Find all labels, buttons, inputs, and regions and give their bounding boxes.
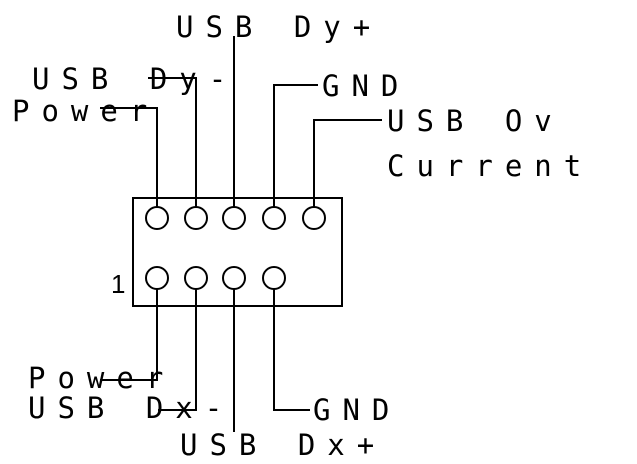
wire-bottom-power — [100, 286, 158, 381]
pin — [184, 266, 208, 290]
pin — [222, 206, 246, 230]
wire-top-usb-dy-minus — [148, 77, 197, 208]
top-pin-row — [145, 206, 326, 230]
label-usb-dy-plus: USB Dy+ — [176, 10, 382, 44]
label-top-gnd: GND — [322, 69, 410, 103]
wire-top-usb-ov — [313, 119, 382, 208]
bottom-pin-row — [145, 266, 286, 290]
wire-bottom-usb-dx-minus — [158, 286, 197, 411]
label-usb-dx-minus: USB Dx- — [28, 391, 234, 425]
pin — [222, 266, 246, 290]
pin — [145, 266, 169, 290]
connector-body — [132, 197, 343, 307]
pin — [302, 206, 326, 230]
bottom-wires — [100, 286, 310, 432]
label-usb-dx-plus: USB Dx+ — [180, 428, 386, 462]
wire-top-gnd — [273, 84, 318, 208]
pin-one-marker: 1 — [111, 269, 125, 299]
pin — [262, 206, 286, 230]
pin — [262, 266, 286, 290]
top-wires — [100, 36, 382, 208]
label-bottom-power: Power — [28, 361, 175, 395]
pin — [184, 206, 208, 230]
label-bottom-gnd: GND — [313, 393, 401, 427]
label-usb-ov: USB Ov — [387, 104, 564, 138]
label-top-power: Power — [12, 94, 159, 128]
wire-top-power — [100, 107, 158, 208]
label-usb-dy-minus: USB Dy- — [32, 62, 238, 96]
pin — [145, 206, 169, 230]
label-current: Current — [387, 149, 593, 183]
wire-bottom-gnd — [273, 286, 310, 411]
